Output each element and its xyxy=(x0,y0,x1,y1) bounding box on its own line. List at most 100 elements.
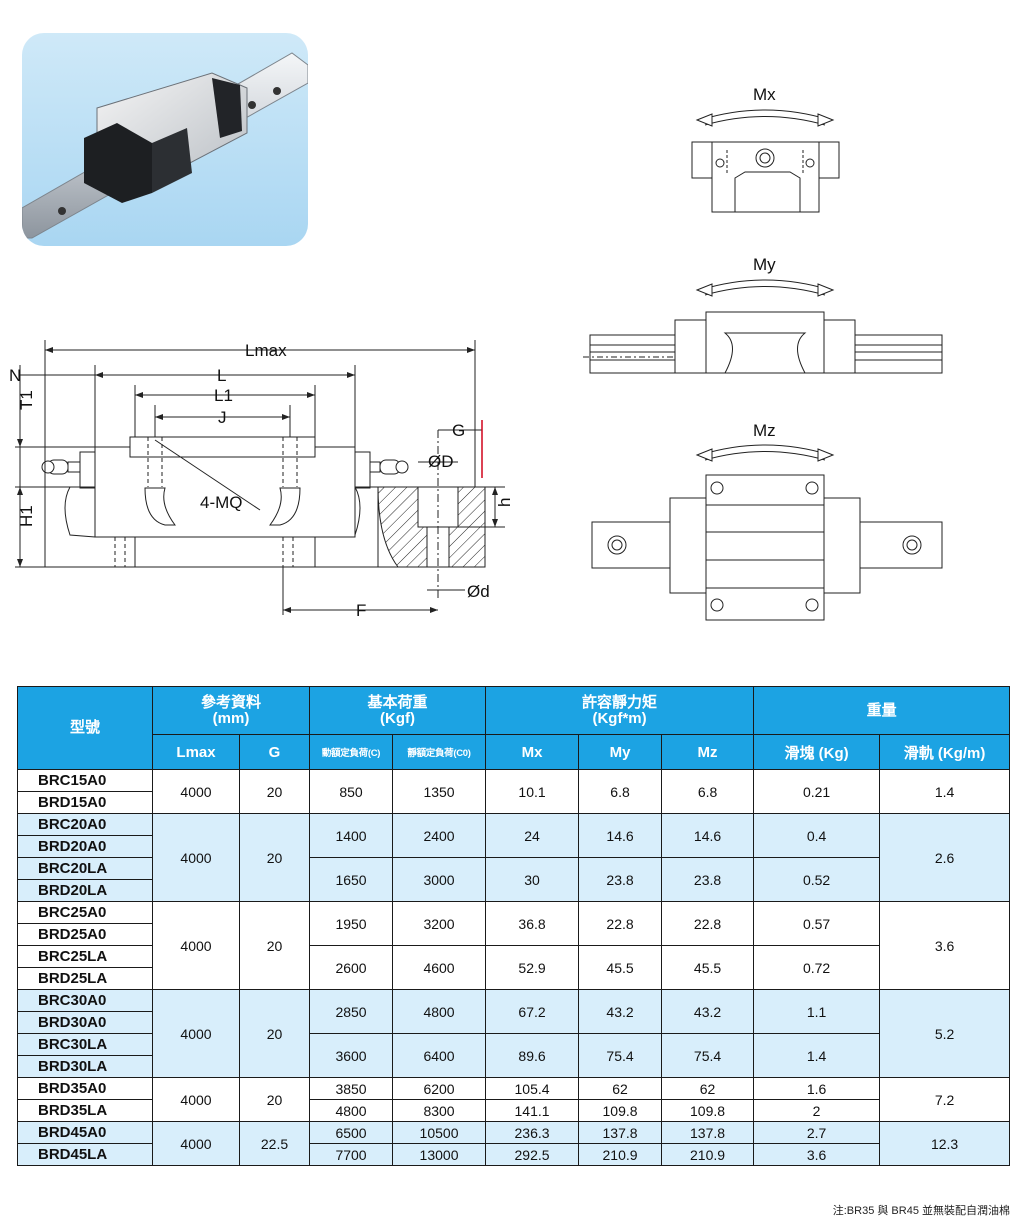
static-load-cell: 8300 xyxy=(392,1099,487,1122)
mx-cell: 89.6 xyxy=(485,1033,580,1078)
rail-weight-cell: 2.6 xyxy=(879,813,1011,902)
label-h: h xyxy=(495,498,514,507)
model-cell: BRD45A0 xyxy=(17,1121,153,1144)
block-weight-cell: 1.6 xyxy=(753,1077,881,1100)
header-load-group: 基本荷重(Kgf) xyxy=(309,686,487,735)
model-cell: BRC30LA xyxy=(17,1033,153,1056)
dynamic-load-cell: 3600 xyxy=(309,1033,394,1078)
lmax-cell: 4000 xyxy=(152,769,240,814)
block-weight-cell: 0.72 xyxy=(753,945,881,990)
model-cell: BRD35A0 xyxy=(17,1077,153,1100)
label-h1: H1 xyxy=(17,505,36,527)
block-weight-cell: 0.4 xyxy=(753,813,881,858)
model-cell: BRC25LA xyxy=(17,945,153,968)
footnote: 注:BR35 與 BR45 並無裝配自潤油棉 xyxy=(832,1205,1010,1217)
model-cell: BRD15A0 xyxy=(17,791,153,814)
label-n: N xyxy=(9,366,21,385)
label-f: F xyxy=(356,601,366,620)
my-cell: 6.8 xyxy=(578,769,663,814)
model-cell: BRD25LA xyxy=(17,967,153,990)
mz-cell: 109.8 xyxy=(661,1099,755,1122)
label-lmax: Lmax xyxy=(245,341,287,360)
static-load-cell: 2400 xyxy=(392,813,487,858)
mx-cell: 292.5 xyxy=(485,1143,580,1166)
header-moment-group: 許容靜力矩(Kgf*m) xyxy=(485,686,755,735)
label-mz: Mz xyxy=(753,421,776,440)
block-weight-cell: 3.6 xyxy=(753,1143,881,1166)
model-cell: BRD20LA xyxy=(17,879,153,902)
g-cell: 20 xyxy=(238,1077,311,1122)
static-load-cell: 4800 xyxy=(392,989,487,1034)
my-view-drawing xyxy=(583,279,943,374)
table-row: BRC25LA 2600 4600 52.9 45.5 45.5 0.72 xyxy=(17,945,1010,990)
block-weight-cell: 2.7 xyxy=(753,1121,881,1144)
header-my: My xyxy=(578,734,663,770)
mz-cell: 43.2 xyxy=(661,989,755,1034)
table-row: BRD20LA xyxy=(17,879,1010,902)
model-cell: BRD30LA xyxy=(17,1055,153,1078)
label-phi-d-small: Ød xyxy=(467,582,490,601)
model-cell: BRD35LA xyxy=(17,1099,153,1122)
model-cell: BRC30A0 xyxy=(17,989,153,1012)
mx-cell: 30 xyxy=(485,857,580,902)
static-load-cell: 13000 xyxy=(392,1143,487,1166)
dynamic-load-cell: 2850 xyxy=(309,989,394,1034)
header-lmax: Lmax xyxy=(152,734,240,770)
mx-cell: 141.1 xyxy=(485,1099,580,1122)
table-row: BRD45A0 4000 22.5 6500 10500 236.3 137.8… xyxy=(17,1121,1011,1166)
g-cell: 20 xyxy=(238,813,311,902)
model-cell: BRC25A0 xyxy=(17,901,153,924)
block-weight-cell: 0.57 xyxy=(753,901,881,946)
header-static-load: 靜額定負荷(C0) xyxy=(392,734,487,770)
mz-cell: 22.8 xyxy=(661,901,755,946)
my-cell: 62 xyxy=(578,1077,663,1100)
header-dynamic-load: 動額定負荷(C) xyxy=(309,734,394,770)
header-mx: Mx xyxy=(485,734,580,770)
mx-cell: 10.1 xyxy=(485,769,580,814)
label-t1: T1 xyxy=(17,390,36,410)
mx-cell: 105.4 xyxy=(485,1077,580,1100)
g-cell: 20 xyxy=(238,769,311,814)
mz-cell: 45.5 xyxy=(661,945,755,990)
block-weight-cell: 2 xyxy=(753,1099,881,1122)
label-j: J xyxy=(218,408,227,427)
table-row: BRD30LA xyxy=(17,1055,1010,1078)
model-cell: BRD25A0 xyxy=(17,923,153,946)
dynamic-load-cell: 3850 xyxy=(309,1077,394,1100)
mx-cell: 52.9 xyxy=(485,945,580,990)
header-rail-weight: 滑軌 (Kg/m) xyxy=(879,734,1011,770)
static-load-cell: 10500 xyxy=(392,1121,487,1144)
g-cell: 22.5 xyxy=(238,1121,311,1166)
my-cell: 22.8 xyxy=(578,901,663,946)
dynamic-load-cell: 6500 xyxy=(309,1121,394,1144)
model-cell: BRD45LA xyxy=(17,1143,153,1166)
technical-drawing: Lmax N L L1 J T1 H1 G ØD 4-MQ h Ød F Mx … xyxy=(9,85,943,621)
my-cell: 75.4 xyxy=(578,1033,663,1078)
my-cell: 109.8 xyxy=(578,1099,663,1122)
product-photo xyxy=(22,33,308,246)
label-phi-d-big: ØD xyxy=(428,452,454,471)
mx-cell: 67.2 xyxy=(485,989,580,1034)
static-load-cell: 3000 xyxy=(392,857,487,902)
header-mz: Mz xyxy=(661,734,755,770)
table-row: BRD30A0 xyxy=(17,1011,1010,1034)
table-row: BRD45LA 7700 13000 292.5 210.9 210.9 3.6 xyxy=(17,1143,1010,1166)
side-view-drawing xyxy=(15,340,505,615)
mz-cell: 75.4 xyxy=(661,1033,755,1078)
dynamic-load-cell: 7700 xyxy=(309,1143,394,1166)
block-weight-cell: 0.52 xyxy=(753,857,881,902)
table-row: BRC30A0 4000 20 2850 4800 67.2 43.2 43.2… xyxy=(17,989,1011,1078)
table-row: BRC20LA 1650 3000 30 23.8 23.8 0.52 xyxy=(17,857,1010,902)
rail-weight-cell: 7.2 xyxy=(879,1077,1011,1122)
my-cell: 45.5 xyxy=(578,945,663,990)
label-g: G xyxy=(452,421,465,440)
static-load-cell: 4600 xyxy=(392,945,487,990)
model-cell: BRC15A0 xyxy=(17,769,153,792)
lmax-cell: 4000 xyxy=(152,1121,240,1166)
lmax-cell: 4000 xyxy=(152,901,240,990)
mz-view-drawing xyxy=(591,444,943,621)
lmax-cell: 4000 xyxy=(152,1077,240,1122)
block-weight-cell: 1.1 xyxy=(753,989,881,1034)
header-block-weight: 滑塊 (Kg) xyxy=(753,734,881,770)
my-cell: 23.8 xyxy=(578,857,663,902)
